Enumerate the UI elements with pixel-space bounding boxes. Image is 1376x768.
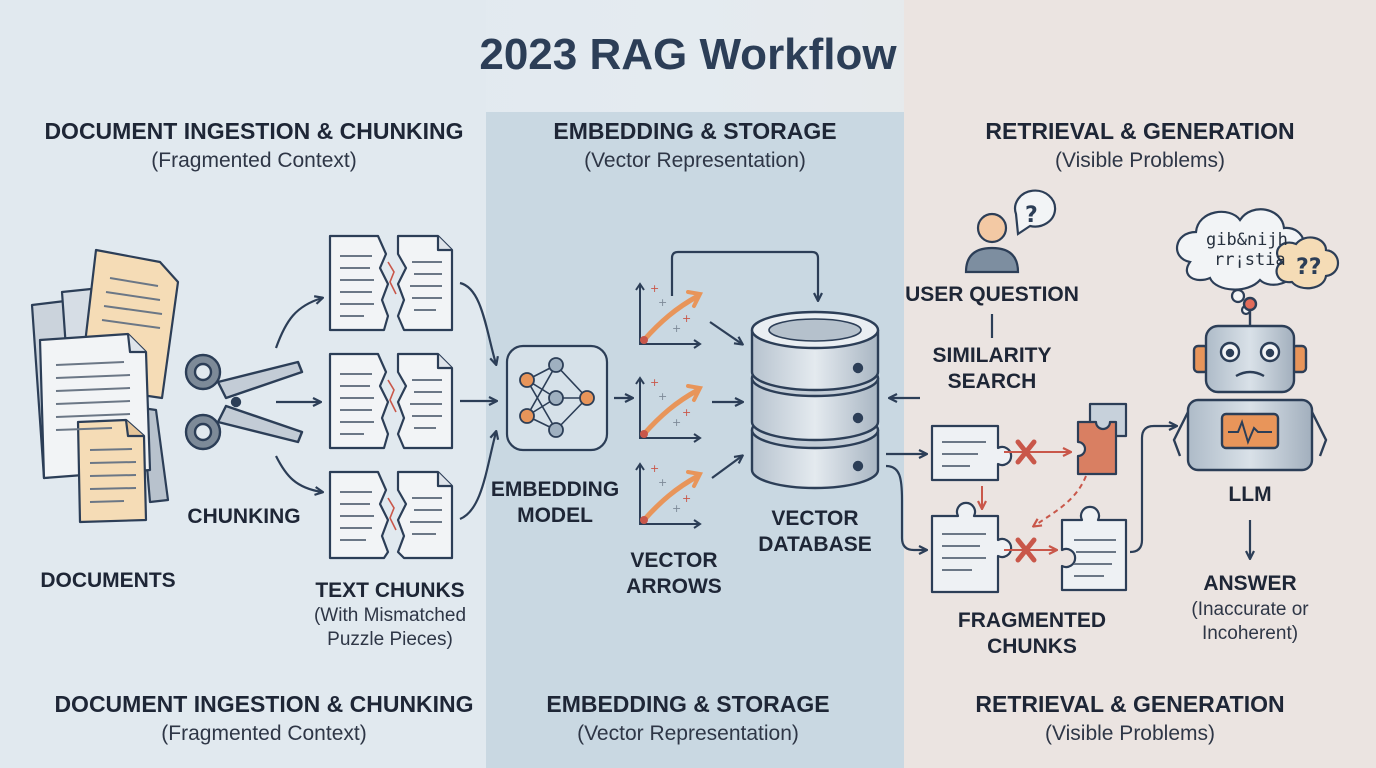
- documents-label: DOCUMENTS: [40, 569, 176, 592]
- text-chunk-icon: [328, 470, 454, 560]
- svg-text:+: +: [672, 322, 681, 335]
- chunking-label: CHUNKING: [187, 505, 301, 528]
- text-chunks-label: TEXT CHUNKS: [315, 579, 465, 602]
- svg-text:+: +: [672, 416, 681, 429]
- diagram-title: 2023 RAG Workflow: [479, 30, 897, 79]
- section-sub-embedding: (Vector Representation): [584, 149, 806, 172]
- footer-sub-retrieval: (Visible Problems): [1045, 722, 1215, 745]
- scissors-icon: [184, 353, 304, 451]
- vector-database-icon: [750, 310, 880, 490]
- vector-db-label-1: VECTOR: [771, 507, 859, 530]
- section-sub-retrieval: (Visible Problems): [1055, 149, 1225, 172]
- vector-arrows-label-1: VECTOR: [630, 549, 718, 572]
- answer-sub-1: (Inaccurate or: [1191, 599, 1309, 620]
- gibberish-line-2: rr¡stia: [1214, 250, 1286, 270]
- embedding-model-label-1: EMBEDDING: [490, 478, 620, 501]
- vectors-to-db-arrows: [670, 250, 818, 479]
- footer-header-ingestion: DOCUMENT INGESTION & CHUNKING: [54, 691, 474, 717]
- documents-stack-icon: [30, 248, 180, 524]
- vector-arrow-icon: ++ ++: [635, 282, 703, 349]
- text-chunks-sub-2: Puzzle Pieces): [327, 629, 453, 650]
- error-x-icon: [1015, 439, 1037, 563]
- confused-marks: ??: [1296, 255, 1322, 280]
- chunking-arrows: [274, 298, 322, 492]
- section-sub-ingestion: (Fragmented Context): [151, 149, 357, 172]
- svg-text:+: +: [682, 406, 691, 419]
- svg-text:+: +: [650, 462, 659, 475]
- section-header-retrieval: RETRIEVAL & GENERATION: [985, 118, 1295, 144]
- section-bg-retrieval: [904, 0, 1376, 768]
- svg-text:+: +: [650, 376, 659, 389]
- svg-text:+: +: [682, 492, 691, 505]
- fragments-to-llm-arrow: [1129, 426, 1176, 554]
- footer-sub-ingestion: (Fragmented Context): [161, 722, 367, 745]
- text-chunks-sub-1: (With Mismatched: [313, 605, 467, 626]
- embedding-model-icon: [505, 344, 609, 452]
- thought-cloud-icon: [1175, 208, 1340, 316]
- vector-arrow-icon: ++ ++: [635, 462, 703, 529]
- gibberish-line-1: gib&nijh: [1206, 230, 1288, 250]
- footer-header-embedding: EMBEDDING & STORAGE: [546, 691, 830, 717]
- fragmented-chunks-label-1: FRAGMENTED: [957, 609, 1107, 632]
- embedding-model-label-2: MODEL: [517, 504, 593, 527]
- text-chunk-icon: [328, 352, 454, 450]
- svg-text:?: ?: [1025, 203, 1038, 228]
- user-question-label: USER QUESTION: [905, 283, 1079, 306]
- similarity-search-label-2: SEARCH: [947, 370, 1037, 393]
- section-header-embedding: EMBEDDING & STORAGE: [553, 118, 837, 144]
- svg-text:+: +: [658, 476, 667, 489]
- svg-text:+: +: [650, 282, 659, 295]
- documents-text-lines: [55, 277, 163, 503]
- footer-sub-embedding: (Vector Representation): [577, 722, 799, 745]
- answer-sub-2: Incoherent): [1201, 623, 1299, 644]
- mismatch-arrows: [982, 452, 1087, 550]
- svg-text:+: +: [658, 390, 667, 403]
- similarity-search-label-1: SIMILARITY: [932, 344, 1052, 367]
- puzzle-fragment-icon: [930, 424, 1128, 594]
- vector-db-label-2: DATABASE: [758, 533, 872, 556]
- fragmented-chunks-label-2: CHUNKS: [987, 635, 1077, 658]
- section-header-ingestion: DOCUMENT INGESTION & CHUNKING: [44, 118, 464, 144]
- llm-label: LLM: [1228, 483, 1272, 506]
- question-bubble-icon: ?: [1014, 189, 1057, 236]
- user-avatar-icon: [964, 212, 1020, 274]
- vector-arrow-icon: ++ ++: [635, 376, 703, 443]
- answer-label: ANSWER: [1203, 572, 1297, 595]
- svg-text:+: +: [658, 296, 667, 309]
- puzzle-fragment-lines: [942, 441, 1116, 577]
- mismatched-puzzle-icon: [1076, 402, 1128, 476]
- robot-llm-icon: [1172, 296, 1328, 472]
- chunks-to-model-arrows: [459, 281, 496, 521]
- text-chunk-icon: [328, 234, 454, 332]
- footer-header-retrieval: RETRIEVAL & GENERATION: [975, 691, 1285, 717]
- svg-text:+: +: [672, 502, 681, 515]
- db-to-fragments-arrows: [885, 454, 926, 550]
- svg-text:+: +: [682, 312, 691, 325]
- vector-arrows-label-2: ARROWS: [626, 575, 722, 598]
